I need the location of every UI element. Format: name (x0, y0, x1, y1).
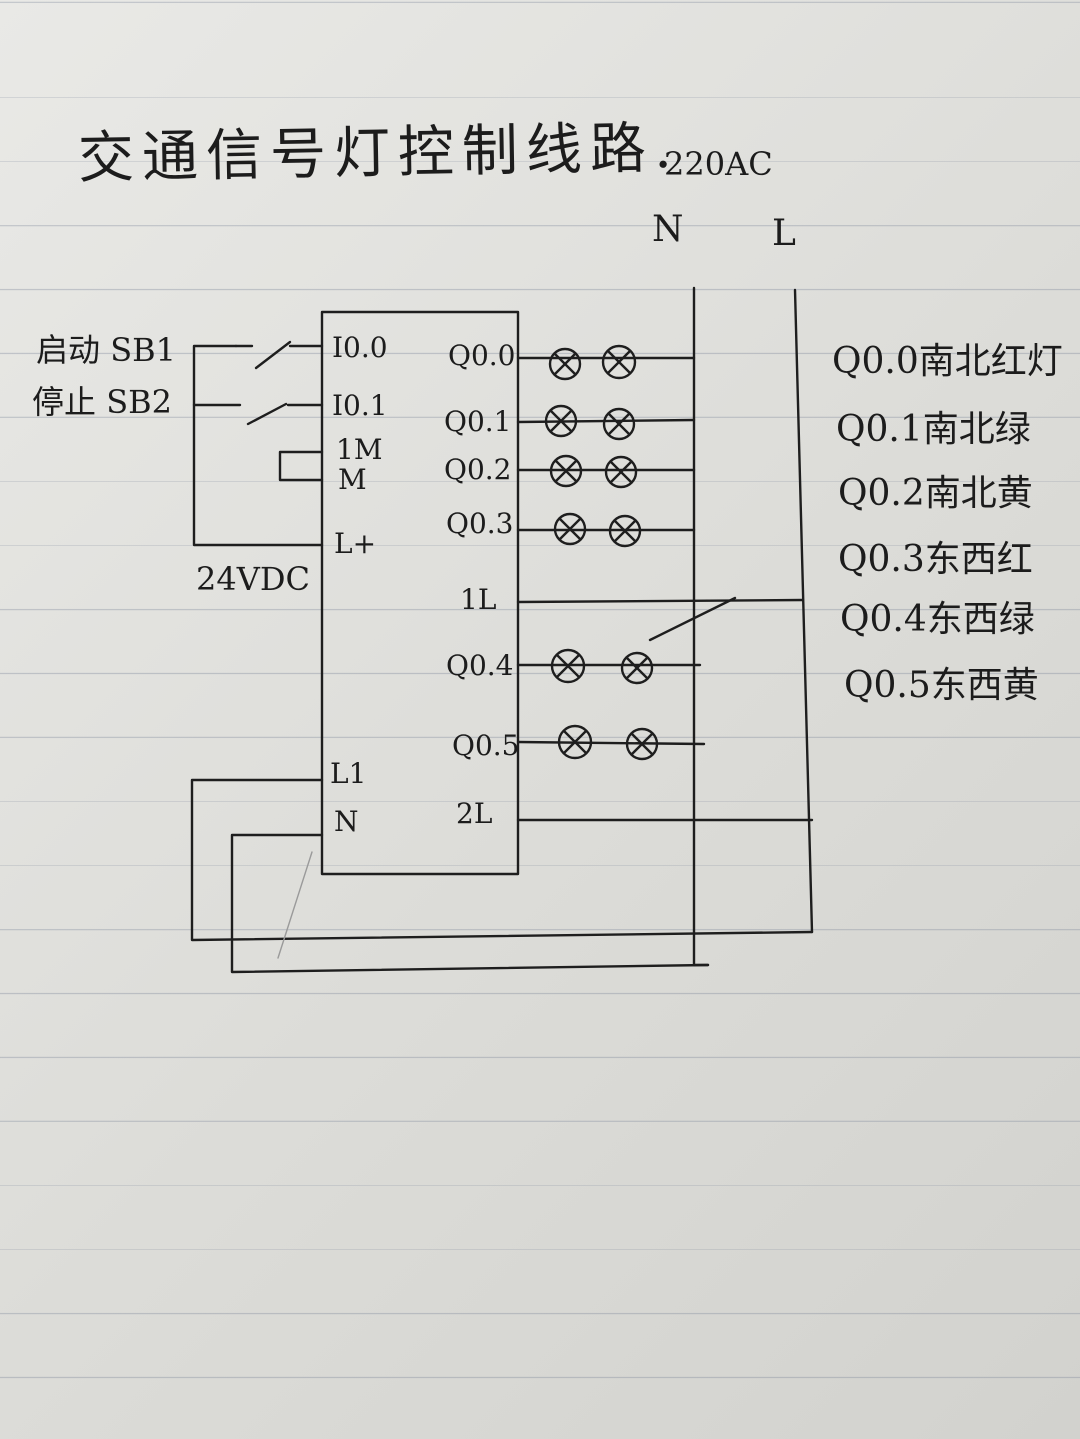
supply-label: 220AC (664, 145, 773, 183)
pin-q02: Q0.2 (444, 453, 512, 486)
pin-n: N (334, 805, 359, 838)
legend-code: Q0.2 (838, 473, 925, 514)
sb1-contact (254, 340, 292, 370)
sb2-contact (246, 402, 288, 426)
pin-i01: I0.1 (332, 389, 388, 422)
legend-meaning: 南北黄 (924, 473, 1033, 514)
stop-tag: SB2 (106, 383, 172, 421)
rung-q05 (516, 740, 706, 746)
dc-supply-label: 24VDC (196, 560, 310, 598)
legend-code: Q0.1 (836, 409, 923, 450)
legend-meaning: 东西红 (924, 539, 1033, 580)
legend-code: Q0.5 (844, 665, 931, 706)
legend-meaning: 东西绿 (926, 599, 1035, 640)
legend-code: Q0.3 (838, 539, 925, 580)
start-name: 启动 (36, 331, 101, 369)
stop-switch-label: 停止 SB2 (32, 386, 172, 418)
live-label: L (772, 213, 796, 254)
pin-1m: 1M (336, 433, 383, 466)
legend-code: Q0.0 (832, 341, 919, 382)
pin-lplus: L+ (334, 527, 377, 560)
legend-meaning: 南北绿 (922, 409, 1031, 450)
plc-body (320, 310, 520, 876)
legend-meaning: 东西黄 (930, 665, 1039, 706)
pin-q01: Q0.1 (444, 405, 512, 438)
1l-wire (516, 598, 805, 604)
n-supply-wire (230, 833, 710, 974)
neutral-label: N (652, 209, 684, 250)
start-switch-label: 启动 SB1 (36, 334, 176, 366)
pin-q05: Q0.5 (452, 729, 520, 762)
pin-q04: Q0.4 (446, 649, 514, 682)
legend-code: Q0.4 (840, 599, 927, 640)
pin-m: M (338, 463, 367, 496)
legend-meaning: 南北红灯 (918, 341, 1063, 382)
pin-q00: Q0.0 (448, 339, 516, 372)
pin-i00: I0.0 (332, 331, 388, 364)
pin-2l: 2L (456, 797, 493, 830)
legend-item: Q0.4东西绿 (840, 602, 1035, 638)
dc-common-wire (192, 344, 324, 547)
pin-1l: 1L (460, 583, 497, 616)
legend-item: Q0.1南北绿 (836, 412, 1031, 448)
legend-item: Q0.0南北红灯 (832, 344, 1063, 380)
1m-m-jumper (278, 450, 324, 482)
live-rail (793, 288, 814, 934)
l1-supply-wire (190, 778, 814, 942)
legend-item: Q0.5东西黄 (844, 668, 1039, 704)
legend-item: Q0.2南北黄 (838, 476, 1033, 512)
start-tag: SB1 (110, 331, 176, 369)
pin-q03: Q0.3 (446, 507, 514, 540)
stop-name: 停止 (32, 383, 97, 421)
rung-q01 (516, 418, 696, 424)
legend-item: Q0.3东西红 (838, 542, 1033, 578)
pin-l1: L1 (330, 757, 367, 790)
diagram-title: 交通信号灯控制线路. (77, 115, 681, 192)
